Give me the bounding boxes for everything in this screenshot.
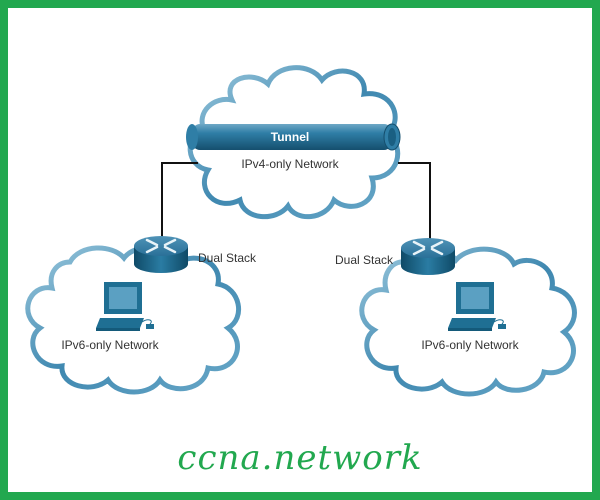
left-router-icon (134, 236, 188, 273)
left-pc-icon (96, 282, 154, 331)
left-ipv6-network-label: IPv6-only Network (61, 338, 159, 352)
tunnel-label: Tunnel (271, 130, 309, 144)
right-pc-icon (448, 282, 506, 331)
right-ipv6-network-label: IPv6-only Network (421, 338, 519, 352)
ipv4-network-label: IPv4-only Network (241, 157, 339, 171)
right-router-label: Dual Stack (335, 253, 394, 267)
right-router-icon (401, 238, 455, 275)
link-right-router-tunnel (398, 162, 431, 242)
watermark: ccna.network (177, 438, 423, 478)
left-router-label: Dual Stack (198, 251, 257, 265)
tunnel-pipe: Tunnel (186, 123, 401, 151)
link-left-router-tunnel (161, 162, 198, 240)
